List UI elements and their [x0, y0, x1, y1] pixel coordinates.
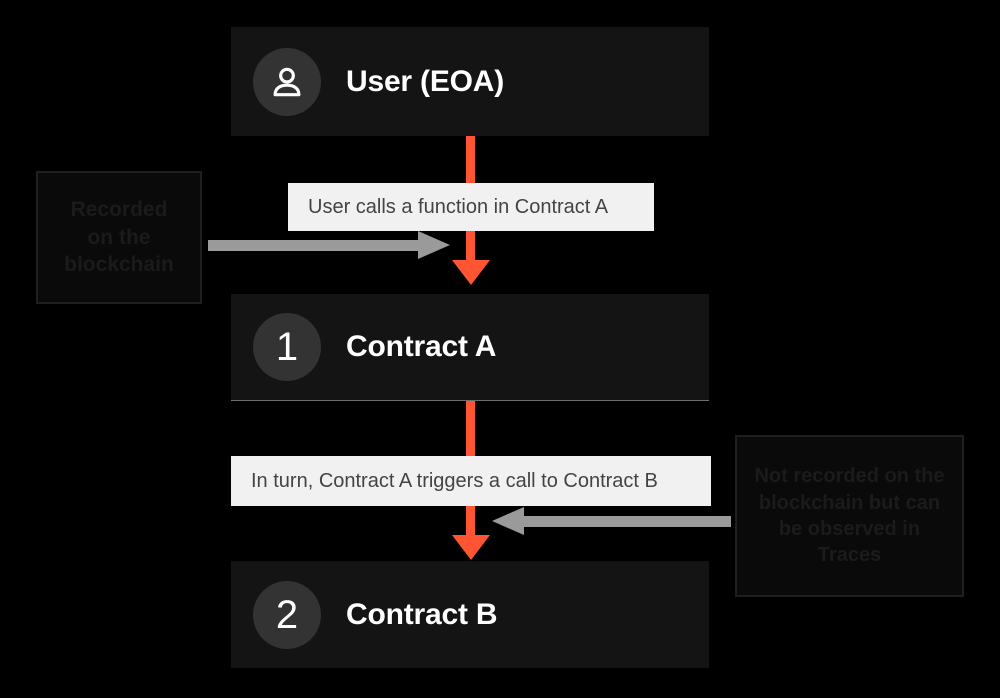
step-number-badge-1: 1 — [253, 313, 321, 381]
caption-user-to-contract-a: User calls a function in Contract A — [288, 183, 654, 231]
step-number-badge-2: 2 — [253, 580, 321, 649]
note-line: be observed in — [778, 518, 921, 540]
note-recorded-on-blockchain: Recorded on the blockchain — [36, 171, 202, 304]
note-not-recorded-on-blockchain: Not recorded on the blockchain but can b… — [735, 435, 964, 597]
note-line: Not recorded on the — [754, 465, 945, 488]
note-line: on the — [87, 225, 151, 249]
annotation-arrow-left-shaft — [208, 240, 420, 251]
node-user-label: User (EOA) — [346, 64, 505, 98]
note-line: blockchain — [64, 253, 174, 277]
flow-arrowhead-to-contract-a — [452, 260, 490, 285]
node-contract-b-label: Contract B — [346, 597, 498, 631]
note-line: blockchain but can — [758, 491, 941, 514]
annotation-arrow-right-shaft — [523, 516, 731, 527]
flow-arrowhead-to-contract-b — [452, 535, 490, 560]
annotation-arrow-left-head — [418, 231, 450, 259]
caption-contract-a-to-contract-b: In turn, Contract A triggers a call to C… — [231, 456, 711, 506]
node-contract-a[interactable]: 1 Contract A — [231, 294, 709, 401]
flow-connector-user-to-a-lower — [466, 226, 475, 268]
node-contract-a-label: Contract A — [346, 330, 497, 363]
node-contract-b[interactable]: 2 Contract B — [231, 561, 709, 668]
node-user[interactable]: User (EOA) — [231, 27, 709, 136]
flow-connector-a-to-b-lower — [466, 501, 475, 543]
note-line: Traces — [817, 544, 882, 567]
person-icon — [268, 63, 306, 101]
annotation-arrow-right-head — [492, 507, 524, 535]
note-line: Recorded — [70, 197, 168, 221]
flow-connector-user-to-a-upper — [466, 136, 475, 188]
person-avatar — [253, 47, 321, 116]
flow-connector-a-to-b-upper — [466, 401, 475, 461]
